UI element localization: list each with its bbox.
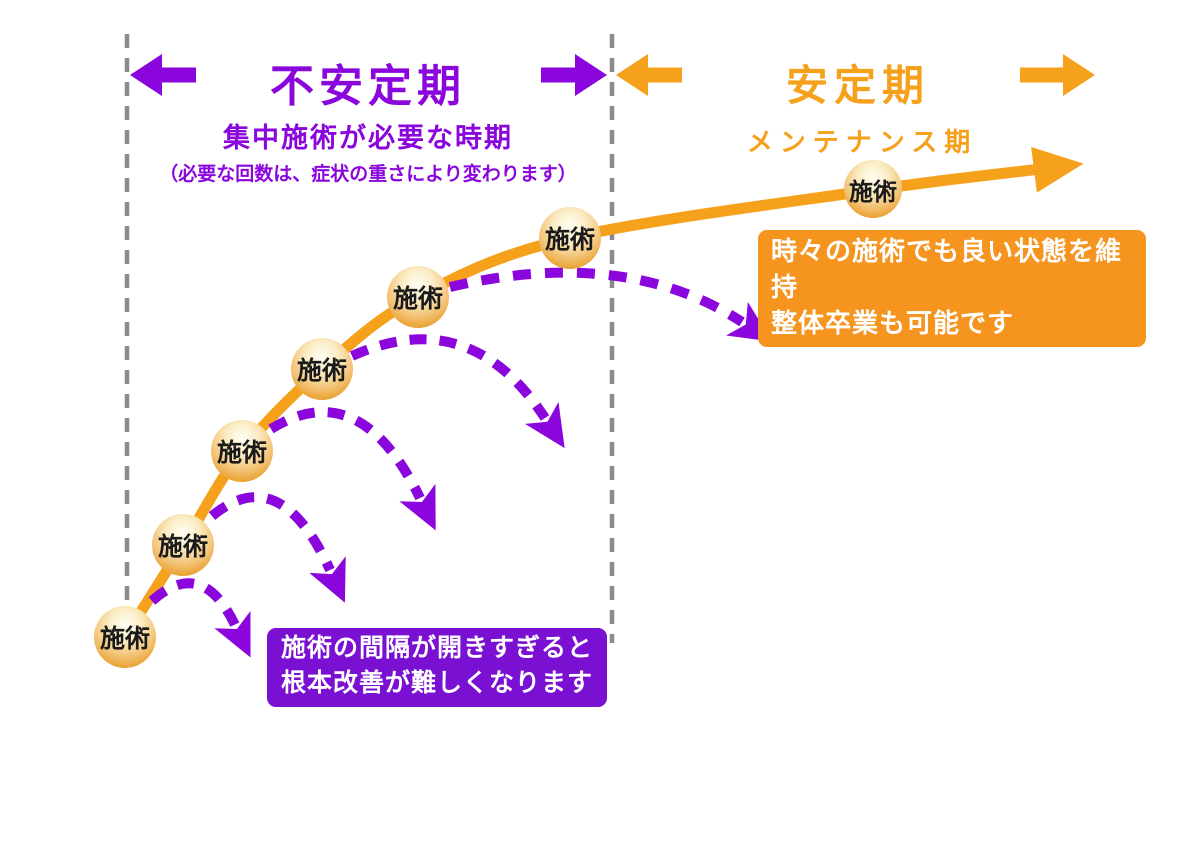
relapse-arrow-5 [448, 267, 773, 342]
relapse-arrow-3 [268, 407, 436, 531]
unstable-phase-note: （必要な回数は、症状の重さにより変わります） [159, 164, 577, 185]
treatment-node-4-label: 施術 [296, 357, 347, 385]
maintenance-callout-line2: 整体卒業も可能です [771, 308, 1015, 338]
treatment-node-5: 施術 [387, 266, 449, 328]
unstable-left-arrow-icon [130, 54, 196, 96]
treatment-node-4: 施術 [291, 338, 353, 400]
warning-callout-line2: 根本改善が難しくなります [280, 669, 593, 697]
treatment-node-3-label: 施術 [216, 439, 267, 467]
treatment-node-7-label: 施術 [849, 178, 897, 206]
stable-phase-subtitle: メンテナンス期 [746, 127, 978, 157]
treatment-node-7: 施術 [844, 160, 902, 218]
unstable-right-arrow-icon [541, 54, 607, 96]
relapse-arrow-2 [208, 492, 346, 603]
treatment-node-5-label: 施術 [392, 285, 443, 313]
maintenance-callout-line1: 時々の施術でも良い状態を維持 [771, 236, 1123, 302]
treatment-node-2-label: 施術 [157, 533, 208, 561]
relapse-arrow-1 [148, 578, 251, 658]
stable-phase-title: 安定期 [785, 62, 931, 109]
treatment-node-6-label: 施術 [544, 226, 595, 254]
unstable-phase-subtitle: 集中施術が必要な時期 [223, 123, 513, 153]
treatment-node-2: 施術 [152, 514, 214, 576]
warning-callout: 施術の間隔が開きすぎると 根本改善が難しくなります [267, 628, 607, 707]
treatment-node-6: 施術 [539, 207, 601, 269]
improvement-curve-arrowhead-icon [1031, 147, 1084, 193]
stable-left-arrow-icon [616, 54, 682, 96]
treatment-node-3: 施術 [211, 420, 273, 482]
maintenance-callout: 時々の施術でも良い状態を維持 整体卒業も可能です [758, 230, 1146, 347]
treatment-node-1-label: 施術 [99, 625, 150, 653]
treatment-node-1: 施術 [94, 606, 156, 668]
unstable-phase-title: 不安定期 [270, 62, 466, 111]
stable-right-arrow-icon [1020, 54, 1095, 96]
warning-callout-line1: 施術の間隔が開きすぎると [280, 634, 593, 662]
relapse-arrow-4 [349, 334, 565, 449]
